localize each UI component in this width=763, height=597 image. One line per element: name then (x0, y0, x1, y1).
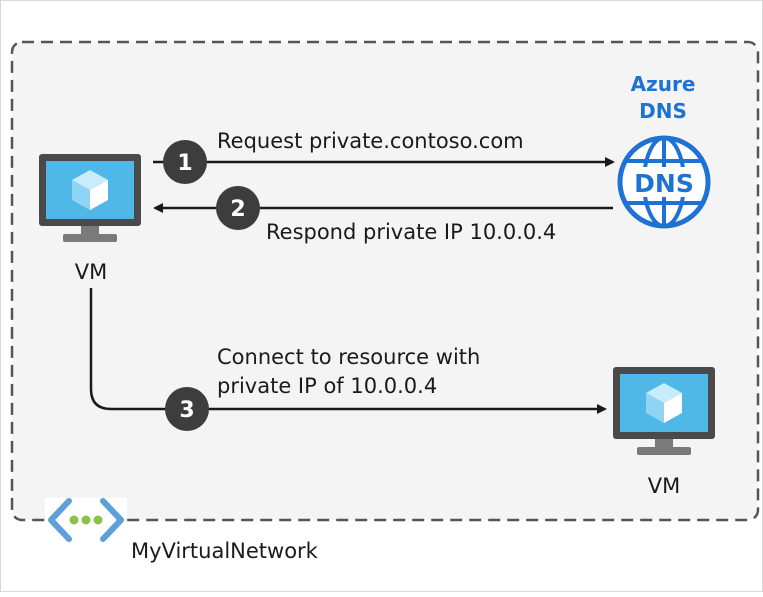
azure-dns-title-line2: DNS (639, 99, 687, 123)
virtual-network-icon (48, 498, 124, 542)
step-3-number: 3 (179, 398, 194, 423)
virtual-network-label: MyVirtualNetwork (131, 539, 319, 563)
azure-dns-title-line1: Azure (631, 72, 696, 96)
step-1-badge: 1 (163, 140, 207, 184)
vm-left-label: VM (75, 260, 107, 284)
dns-globe-icon: DNS (617, 135, 711, 229)
dns-icon-text: DNS (634, 169, 694, 198)
step-1-number: 1 (177, 151, 192, 176)
step-3-text-line1: Connect to resource with (217, 345, 480, 369)
step-2-badge: 2 (216, 186, 260, 230)
arrow-connect (89, 288, 607, 414)
vm-right-icon (613, 367, 715, 455)
step-3-badge: 3 (165, 387, 209, 431)
vm-left-icon (39, 154, 141, 242)
step-1-text: Request private.contoso.com (217, 129, 524, 153)
step-2-number: 2 (230, 197, 245, 222)
step-2-text: Respond private IP 10.0.0.4 (266, 220, 556, 244)
step-3-text-line2: private IP of 10.0.0.4 (217, 374, 437, 398)
vm-right-label: VM (648, 474, 680, 498)
